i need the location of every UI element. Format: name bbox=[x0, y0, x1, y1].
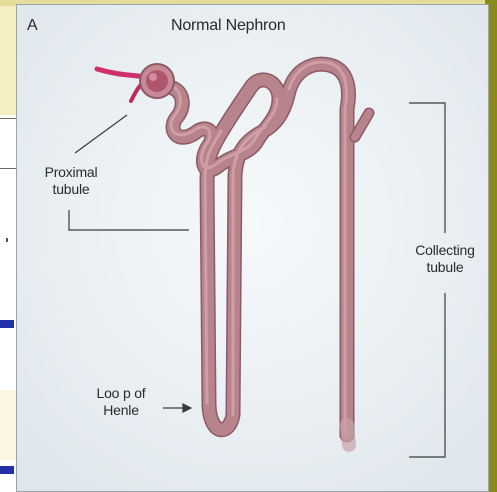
slide-mark bbox=[6, 238, 8, 242]
label-line: tubule bbox=[401, 259, 489, 276]
label-line: tubule bbox=[23, 181, 119, 198]
slide-bullet-marker bbox=[0, 466, 14, 474]
capillary-highlight bbox=[149, 73, 157, 81]
panel-letter: A bbox=[27, 17, 37, 34]
label-loop-of-henle: Loo p of Henle bbox=[89, 385, 153, 419]
slide-bullet-marker bbox=[0, 320, 14, 328]
label-proximal-tubule: Proximal tubule bbox=[23, 164, 119, 198]
nephron-figure: A Normal Nephron Proximal tubule Collect… bbox=[16, 4, 489, 492]
label-line: Henle bbox=[89, 402, 153, 419]
label-line: Loo p of bbox=[89, 385, 153, 402]
label-collecting-tubule: Collecting tubule bbox=[401, 242, 489, 276]
capillary-tuft bbox=[146, 70, 168, 92]
glomerulus bbox=[140, 64, 174, 98]
label-line: Collecting bbox=[401, 242, 489, 259]
collecting-tubule-fade bbox=[347, 425, 349, 445]
label-line: Proximal bbox=[23, 164, 119, 181]
figure-title: Normal Nephron bbox=[171, 17, 286, 34]
